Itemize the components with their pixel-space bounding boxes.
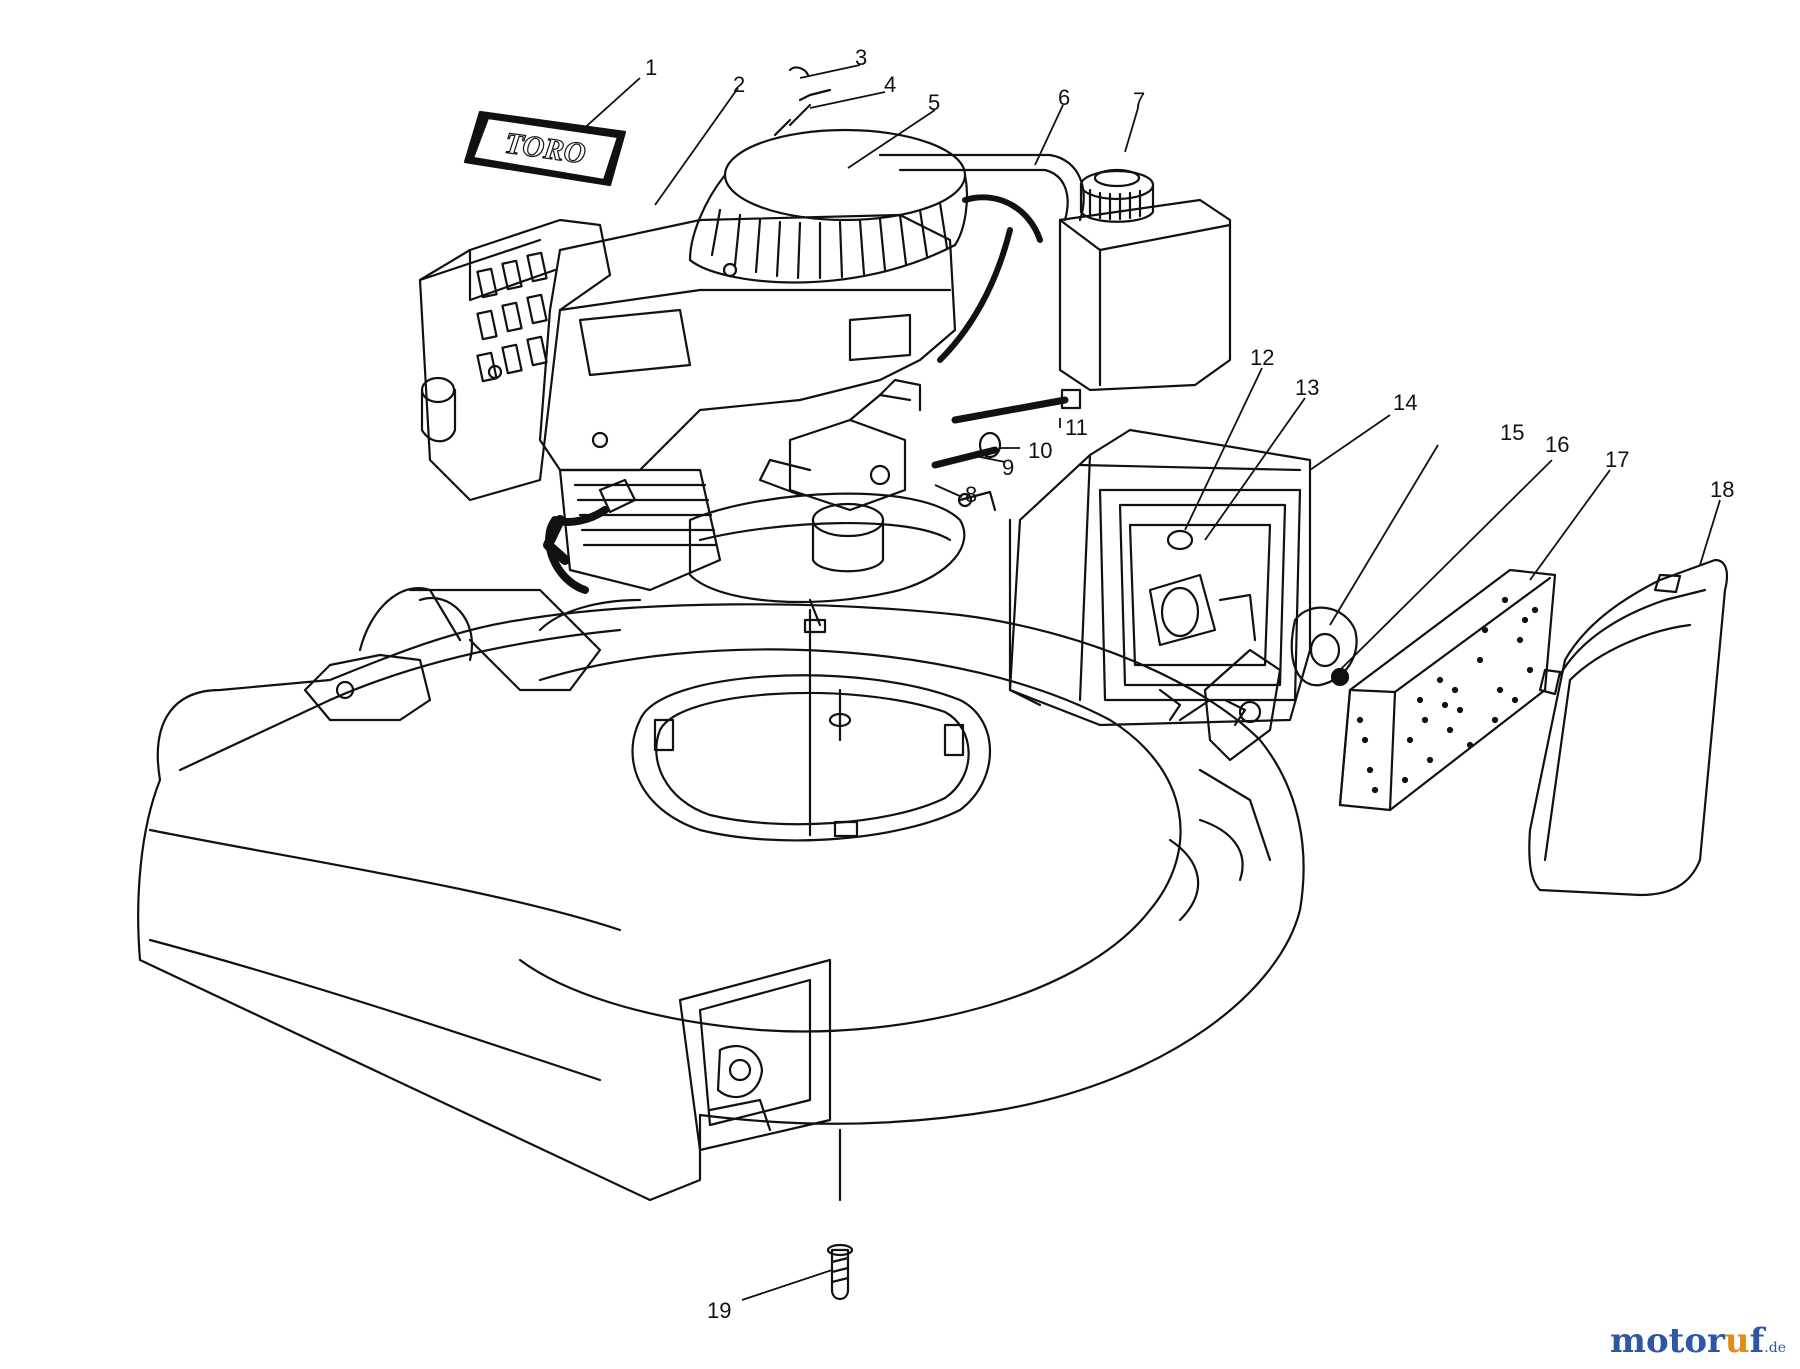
callout-16: 16 bbox=[1545, 432, 1569, 457]
toro-decal: TORO bbox=[463, 110, 627, 187]
callout-8: 8 bbox=[965, 482, 977, 507]
air-filter-element bbox=[1338, 568, 1557, 812]
callout-19: 19 bbox=[707, 1298, 731, 1323]
bolts-group bbox=[931, 388, 1082, 512]
air-filter-housing bbox=[1008, 428, 1312, 727]
callout-3: 3 bbox=[855, 45, 867, 70]
callout-15: 15 bbox=[1500, 420, 1524, 445]
callout-6: 6 bbox=[1058, 85, 1070, 110]
filter-texture bbox=[1356, 596, 1539, 794]
callout-17: 17 bbox=[1605, 447, 1629, 472]
callout-14: 14 bbox=[1393, 390, 1417, 415]
callout-1: 1 bbox=[645, 55, 657, 80]
fuel-tank bbox=[1058, 168, 1232, 392]
engine bbox=[418, 128, 1085, 634]
callout-4: 4 bbox=[884, 72, 896, 97]
watermark-part-1: motor bbox=[1609, 1321, 1725, 1361]
deck-bolt bbox=[826, 1243, 854, 1301]
watermark-part-2: u bbox=[1724, 1321, 1750, 1361]
watermark-part-3: f bbox=[1749, 1321, 1765, 1361]
callout-12: 12 bbox=[1250, 345, 1274, 370]
callout-5: 5 bbox=[928, 90, 940, 115]
callout-7: 7 bbox=[1133, 88, 1145, 113]
callout-18: 18 bbox=[1710, 477, 1734, 502]
mower-deck bbox=[137, 587, 1305, 1202]
callout-11: 11 bbox=[1065, 415, 1088, 440]
callout-labels: 1 2 3 4 5 6 7 8 9 10 11 12 13 14 15 16 1… bbox=[645, 45, 1734, 1323]
callout-13: 13 bbox=[1295, 375, 1319, 400]
air-filter-cover bbox=[1528, 558, 1729, 897]
callout-9: 9 bbox=[1002, 455, 1014, 480]
watermark-logo: motoruf.de bbox=[1610, 1321, 1786, 1361]
callout-2: 2 bbox=[733, 72, 745, 97]
watermark-part-4: .de bbox=[1764, 1340, 1786, 1356]
callout-10: 10 bbox=[1028, 438, 1052, 463]
cable-clip bbox=[773, 66, 832, 137]
air-filter-gasket bbox=[1290, 606, 1358, 687]
leader-lines bbox=[579, 64, 1721, 1301]
